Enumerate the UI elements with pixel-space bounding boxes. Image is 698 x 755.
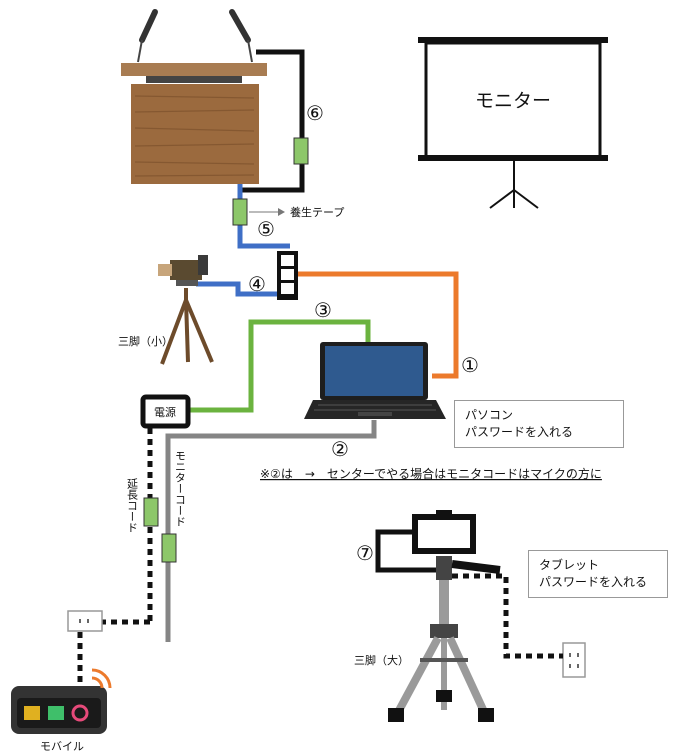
power-strip: [277, 251, 298, 300]
number-7: ⑦: [356, 541, 374, 565]
projection-screen: [418, 37, 608, 209]
wall-outlet-icon: [67, 610, 103, 632]
cable-3-green: [188, 319, 371, 413]
wall-outlet-icon-right: [562, 642, 586, 678]
number-6: ⑥: [306, 101, 324, 125]
number-5: ⑤: [257, 217, 275, 241]
ext-cord-label: 延長コード: [126, 478, 139, 533]
cable-7-black: [375, 529, 436, 573]
laptop-icon: [304, 342, 446, 419]
number-3: ③: [314, 298, 332, 322]
cable-4-blue: [196, 281, 278, 297]
power-box: [140, 394, 191, 429]
large-tripod-icon: [388, 556, 501, 722]
mobile-label: モバイル: [40, 740, 84, 753]
monitor-label: モニター: [475, 90, 551, 112]
number-2: ②: [331, 437, 349, 461]
note-text: ※②は → センターでやる場合はモニタコードはマイクの方に: [260, 466, 602, 481]
tablet-box-line2: パスワードを入れる: [539, 575, 648, 589]
pc-box-line2: パスワードを入れる: [465, 425, 574, 439]
pc-password-box: パソコン パスワードを入れる: [454, 400, 624, 448]
number-4: ④: [248, 272, 266, 296]
tablet-icon: [412, 510, 476, 554]
tape-label: 養生テープ: [290, 205, 344, 219]
tablet-password-box: タブレット パスワードを入れる: [528, 550, 668, 598]
monitor-cord-label: モニターコード: [174, 450, 187, 527]
tape-extension: [143, 497, 159, 527]
tablet-box-line1: タブレット: [539, 558, 600, 572]
small-tripod-icon: [160, 288, 214, 365]
cable-tablet-power: [452, 573, 563, 659]
video-camera-icon: [158, 255, 208, 286]
tripod-large-label: 三脚（大）: [354, 653, 409, 667]
wifi-signal-icon: [91, 668, 112, 689]
tape-6: [293, 137, 309, 165]
number-1: ①: [461, 353, 479, 377]
tape-monitor-cord: [161, 533, 177, 563]
mobile-router-icon: [11, 686, 107, 734]
power-label: 電源: [154, 405, 176, 419]
pc-box-line1: パソコン: [465, 408, 514, 422]
tripod-small-label: 三脚（小）: [118, 334, 173, 348]
podium: [121, 9, 267, 184]
cable-1-orange: [297, 271, 459, 379]
cable-6-black: [242, 49, 305, 193]
tape-5: [232, 198, 248, 226]
